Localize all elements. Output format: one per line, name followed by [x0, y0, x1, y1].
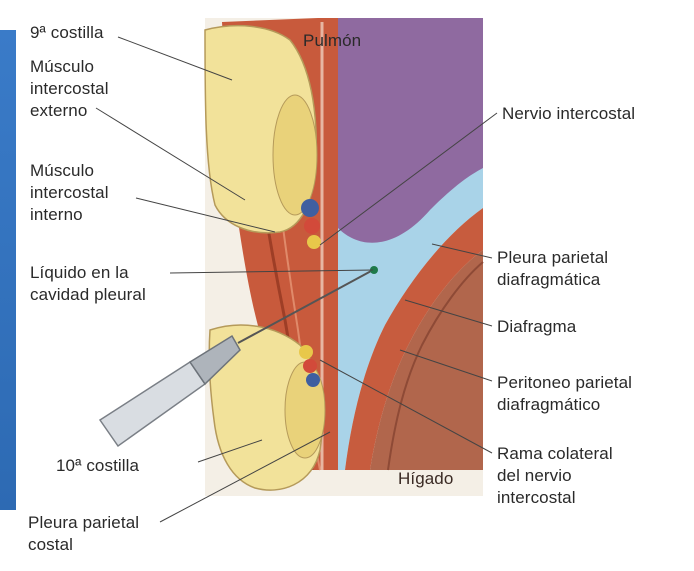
label-diaphragm: Diafragma: [497, 316, 576, 338]
collateral-artery: [303, 359, 317, 373]
label-rib-10: 10ª costilla: [56, 455, 139, 477]
intercostal-artery: [304, 218, 320, 234]
label-lung: Pulmón: [303, 30, 361, 52]
rib-9-cancellous: [273, 95, 317, 215]
label-diaphragmatic-parietal-pleura: Pleura parietal diafragmática: [497, 247, 608, 291]
label-internal-intercostal-muscle: Músculo intercostal interno: [30, 160, 109, 226]
syringe-barrel: [100, 362, 205, 446]
label-rib-9: 9ª costilla: [30, 22, 104, 44]
label-collateral-nerve-branch: Rama colateral del nervio intercostal: [497, 443, 613, 509]
intercostal-nerve: [307, 235, 321, 249]
collateral-vein: [306, 373, 320, 387]
collateral-nerve-branch: [299, 345, 313, 359]
label-intercostal-nerve: Nervio intercostal: [502, 103, 635, 125]
label-pleural-fluid: Líquido en la cavidad pleural: [30, 262, 146, 306]
label-liver: Hígado: [398, 468, 453, 490]
label-costal-parietal-pleura: Pleura parietal costal: [28, 512, 139, 556]
intercostal-vein: [301, 199, 319, 217]
label-diaphragmatic-peritoneum: Peritoneo parietal diafragmático: [497, 372, 632, 416]
label-external-intercostal-muscle: Músculo intercostal externo: [30, 56, 109, 122]
